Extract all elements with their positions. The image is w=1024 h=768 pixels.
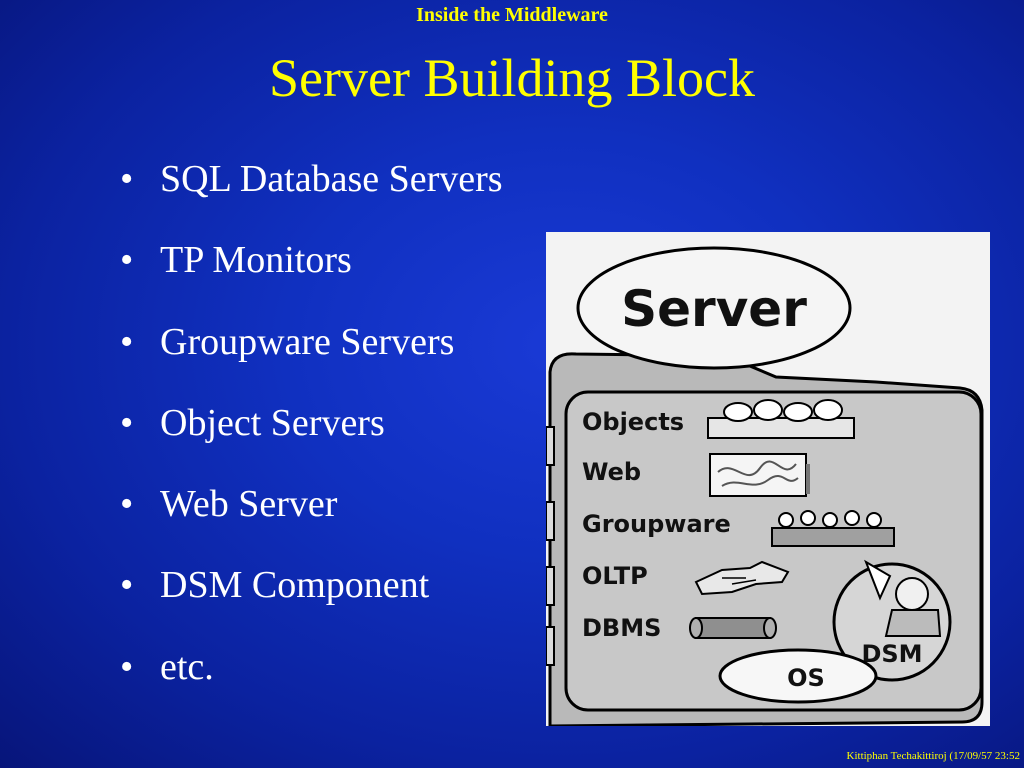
bullet-list: • SQL Database Servers • TP Monitors • Grou… bbox=[120, 152, 503, 721]
os-oval bbox=[718, 648, 878, 704]
row-label-objects: Objects bbox=[582, 408, 684, 436]
bullet-item: • TP Monitors bbox=[120, 233, 503, 287]
row-label-oltp: OLTP bbox=[582, 562, 648, 590]
bullet-text: etc. bbox=[160, 645, 214, 688]
bullet-dot: • bbox=[120, 320, 134, 363]
objects-icon bbox=[707, 399, 855, 439]
handshake-icon bbox=[694, 560, 790, 596]
bullet-text: Object Servers bbox=[160, 401, 385, 444]
bullet-item: • SQL Database Servers bbox=[120, 152, 503, 206]
bullet-text: Web Server bbox=[160, 483, 338, 526]
stack-edge bbox=[546, 626, 555, 666]
row-label-groupware: Groupware bbox=[582, 510, 731, 538]
slide-header: Inside the Middleware bbox=[416, 4, 608, 26]
bullet-dot: • bbox=[120, 645, 134, 688]
stack-edge bbox=[546, 566, 555, 606]
bullet-text: DSM Component bbox=[160, 564, 430, 607]
stack-edge bbox=[546, 501, 555, 541]
os-label: OS bbox=[787, 664, 825, 692]
row-label-web: Web bbox=[582, 458, 641, 486]
bullet-dot: • bbox=[120, 564, 134, 607]
stack-edge bbox=[546, 426, 555, 466]
bullet-item: • Web Server bbox=[120, 477, 503, 531]
bullet-text: TP Monitors bbox=[160, 239, 352, 282]
bullet-item: • Object Servers bbox=[120, 396, 503, 450]
web-icon bbox=[709, 453, 810, 497]
bullet-item: • etc. bbox=[120, 640, 503, 694]
dsm-label: DSM bbox=[861, 640, 922, 668]
bullet-dot: • bbox=[120, 239, 134, 282]
bullet-text: SQL Database Servers bbox=[160, 158, 503, 200]
bullet-item: • DSM Component bbox=[120, 558, 503, 612]
bullet-dot: • bbox=[120, 401, 134, 444]
bullet-text: Groupware Servers bbox=[160, 320, 455, 363]
bullet-dot: • bbox=[120, 158, 134, 200]
server-diagram-image: Server Objects Web Groupware OLTP DBMS bbox=[546, 232, 990, 726]
slide-title: Server Building Block bbox=[269, 48, 755, 108]
bullet-item: • Groupware Servers bbox=[120, 315, 503, 369]
database-icon bbox=[689, 617, 777, 639]
server-oval bbox=[576, 246, 852, 370]
slide-footer: Kittiphan Techakittiroj (17/09/57 23:52 bbox=[846, 750, 1020, 762]
row-label-dbms: DBMS bbox=[582, 614, 661, 642]
bullet-dot: • bbox=[120, 483, 134, 526]
server-label: Server bbox=[621, 280, 807, 338]
dsm-icon: DSM bbox=[832, 559, 952, 682]
groupware-icon bbox=[771, 510, 895, 547]
